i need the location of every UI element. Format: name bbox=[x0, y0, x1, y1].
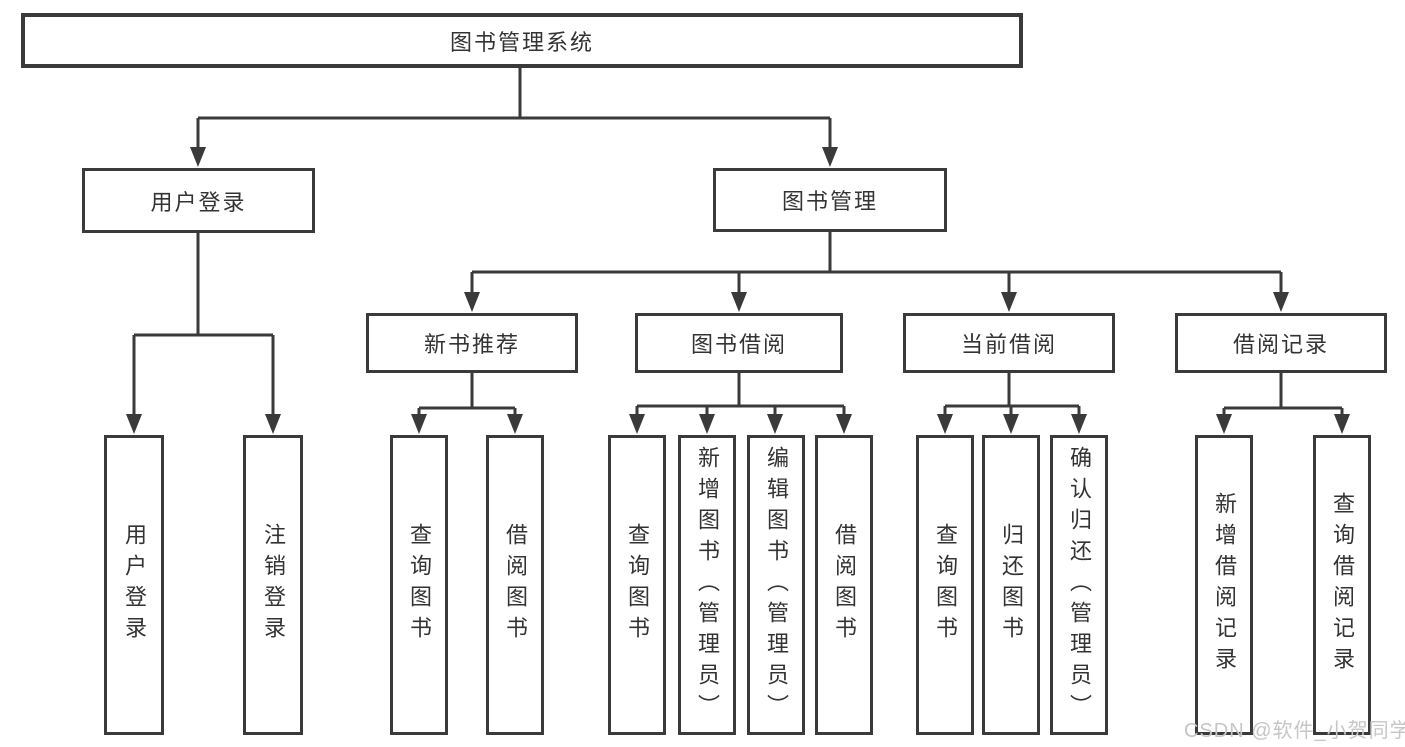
arrowheads-borrow-records-children bbox=[1216, 414, 1350, 434]
arrowheads-book-borrow-children bbox=[629, 414, 852, 434]
arrowheads-current-borrow-children bbox=[937, 414, 1087, 434]
arrowheads-new-book-rec-children bbox=[411, 414, 523, 434]
node-new-book-recommend-label: 新书推荐 bbox=[423, 332, 520, 357]
connector-borrow-records-children bbox=[1222, 373, 1344, 418]
node-borrow-records-label: 借阅记录 bbox=[1232, 332, 1329, 357]
leaf-records-add-record-label: 新增借阅记录 bbox=[1212, 492, 1237, 678]
leaf-newrec-query-books-label: 查询图书 bbox=[407, 523, 432, 647]
arrowheads-user-login-children bbox=[126, 414, 281, 434]
csdn-watermark: CSDN @软件_小贺同学 bbox=[1184, 720, 1405, 742]
node-user-login-label: 用户登录 bbox=[150, 189, 247, 215]
arrowheads-level3 bbox=[464, 292, 1289, 312]
leaf-logout-label: 注销登录 bbox=[261, 523, 286, 647]
node-root-label: 图书管理系统 bbox=[449, 29, 594, 55]
connector-new-book-rec-children bbox=[417, 373, 517, 418]
connector-user-login-children bbox=[132, 233, 275, 418]
node-book-borrowing-label: 图书借阅 bbox=[690, 332, 787, 357]
leaf-current-return-books-label: 归还图书 bbox=[999, 523, 1024, 647]
node-book-borrowing: 图书借阅 bbox=[635, 313, 843, 373]
leaf-borrow-add-book-admin: 新增图书（管理员） bbox=[678, 435, 736, 735]
leaf-newrec-borrow-books: 借阅图书 bbox=[486, 435, 544, 735]
leaf-current-confirm-return-admin-label: 确认归还（管理员） bbox=[1067, 445, 1092, 725]
leaf-records-add-record: 新增借阅记录 bbox=[1195, 435, 1253, 735]
leaf-records-query-record: 查询借阅记录 bbox=[1313, 435, 1371, 735]
node-current-borrowing: 当前借阅 bbox=[903, 313, 1115, 373]
leaf-borrow-edit-book-admin: 编辑图书（管理员） bbox=[747, 435, 805, 735]
connector-current-borrow-children bbox=[943, 373, 1081, 418]
leaf-borrow-query-books: 查询图书 bbox=[608, 435, 666, 735]
leaf-newrec-query-books: 查询图书 bbox=[390, 435, 448, 735]
connector-book-mgmt-to-level3 bbox=[470, 232, 1283, 296]
node-borrow-records: 借阅记录 bbox=[1175, 313, 1387, 373]
leaf-borrow-borrow-books-label: 借阅图书 bbox=[832, 523, 857, 647]
leaf-current-return-books: 归还图书 bbox=[982, 435, 1040, 735]
leaf-newrec-borrow-books-label: 借阅图书 bbox=[503, 523, 528, 647]
node-book-management-label: 图书管理 bbox=[781, 189, 878, 214]
leaf-user-login: 用户登录 bbox=[104, 435, 164, 735]
leaf-logout: 注销登录 bbox=[243, 435, 303, 735]
leaf-current-query-books: 查询图书 bbox=[916, 435, 974, 735]
leaf-current-query-books-label: 查询图书 bbox=[933, 523, 958, 647]
leaf-user-login-label: 用户登录 bbox=[122, 523, 147, 647]
node-new-book-recommend: 新书推荐 bbox=[366, 313, 578, 373]
leaf-borrow-edit-book-admin-label: 编辑图书（管理员） bbox=[764, 445, 789, 725]
leaf-records-query-record-label: 查询借阅记录 bbox=[1330, 492, 1355, 678]
node-user-login: 用户登录 bbox=[82, 168, 315, 233]
arrowheads-level2 bbox=[190, 147, 838, 167]
node-current-borrowing-label: 当前借阅 bbox=[960, 332, 1057, 357]
leaf-current-confirm-return-admin: 确认归还（管理员） bbox=[1050, 435, 1108, 735]
connector-book-borrow-children bbox=[635, 373, 846, 418]
leaf-borrow-query-books-label: 查询图书 bbox=[625, 523, 650, 647]
connector-root-to-level2 bbox=[196, 68, 832, 150]
leaf-borrow-add-book-admin-label: 新增图书（管理员） bbox=[695, 445, 720, 725]
node-book-management: 图书管理 bbox=[713, 168, 947, 232]
node-root: 图书管理系统 bbox=[21, 13, 1023, 68]
leaf-borrow-borrow-books: 借阅图书 bbox=[815, 435, 873, 735]
